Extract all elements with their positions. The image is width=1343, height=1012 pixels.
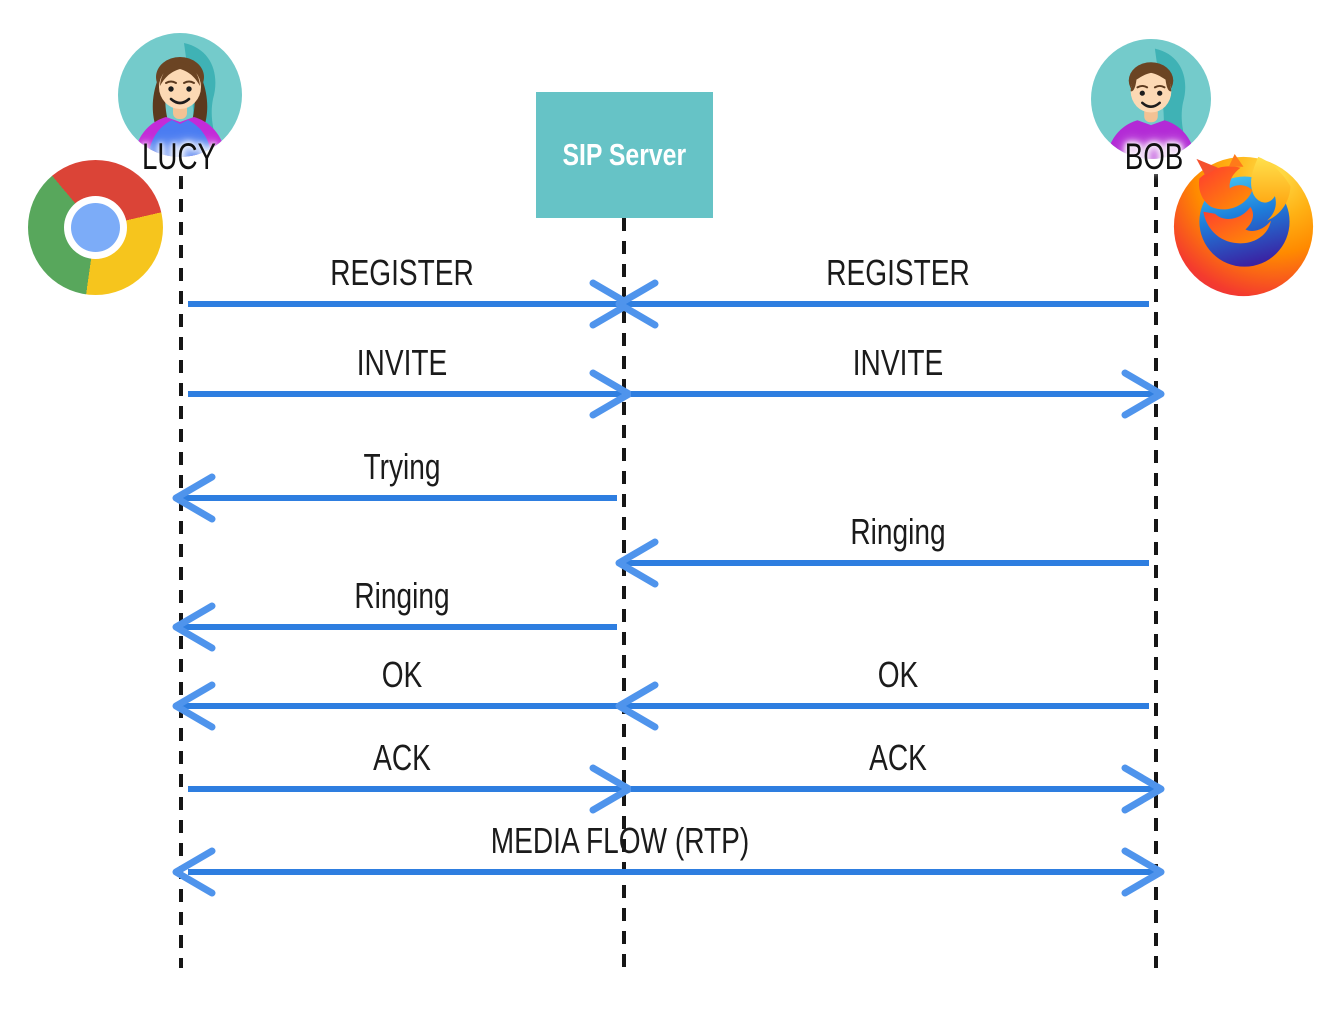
message-label: Ringing	[850, 511, 946, 553]
chrome-logo-icon	[28, 160, 163, 295]
girl-avatar-icon	[118, 33, 242, 157]
bob-name-label: BOB	[1124, 136, 1184, 177]
arrowhead-icon	[172, 602, 216, 652]
message-label: REGISTER	[826, 252, 970, 294]
arrowhead-icon	[172, 681, 216, 731]
message-label: OK	[381, 654, 423, 696]
arrowhead-icon	[172, 473, 216, 523]
lucy-name-label: LUCY	[141, 136, 217, 177]
arrowhead-icon	[589, 764, 633, 814]
arrowhead-icon	[1121, 764, 1165, 814]
message-label: ACK	[373, 737, 431, 779]
bob-avatar	[1091, 39, 1211, 159]
message-label: Ringing	[354, 575, 450, 617]
arrowhead-icon	[589, 369, 633, 419]
message-label: OK	[877, 654, 919, 696]
firefox-logo-icon	[1170, 153, 1317, 300]
message-label: ACK	[869, 737, 927, 779]
message-label: REGISTER	[330, 252, 474, 294]
arrowhead-icon	[1121, 369, 1165, 419]
message-label: MEDIA FLOW (RTP)	[490, 820, 750, 862]
sip-server-box: SIP Server	[536, 92, 713, 218]
arrowhead-icon	[615, 681, 659, 731]
boy-avatar-icon	[1091, 39, 1211, 159]
arrowhead-icon	[172, 847, 216, 897]
arrowhead-icon	[615, 279, 659, 329]
message-label: INVITE	[852, 342, 944, 384]
message-label: INVITE	[356, 342, 448, 384]
sip-server-label: SIP Server	[562, 137, 687, 172]
arrowhead-icon	[615, 538, 659, 588]
arrowhead-icon	[1121, 847, 1165, 897]
lucy-avatar	[118, 33, 242, 157]
message-label: Trying	[363, 446, 441, 488]
